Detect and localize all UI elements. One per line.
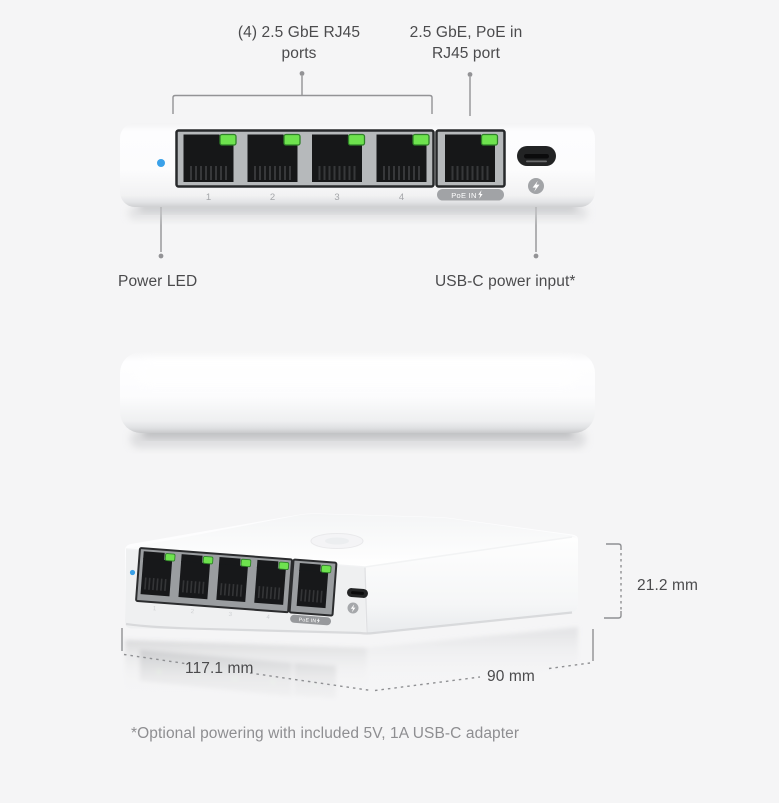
lightning-icon — [478, 190, 483, 199]
back-view — [120, 352, 595, 448]
link-led — [480, 133, 499, 146]
port-number: 1 — [206, 192, 211, 203]
poe-in-badge-label-iso: PoE IN — [298, 617, 316, 624]
poe-in-badge-label: PoE IN — [451, 191, 477, 200]
link-led — [320, 564, 332, 574]
front-view: 1 2 3 4 PoE IN — [120, 123, 595, 220]
rj45-port-1 — [183, 133, 237, 182]
poe-in-badge-iso: PoE IN — [290, 614, 332, 626]
rj45-port-poe — [445, 133, 499, 182]
callout-ports-group: (4) 2.5 GbE RJ45 ports — [237, 24, 361, 62]
port-number-iso: 1 — [153, 606, 157, 612]
lightning-icon — [316, 617, 320, 624]
dimension-height-label: 21.2 mm — [637, 577, 698, 594]
callout-poe-port: 2.5 GbE, PoE in RJ45 port — [409, 24, 523, 62]
rj45-port-poe-iso — [296, 563, 332, 609]
link-led — [412, 133, 430, 146]
rj45-port-4 — [376, 133, 430, 182]
dimension-lines — [121, 543, 622, 692]
port-number: 2 — [270, 192, 275, 203]
link-led — [347, 133, 366, 146]
rj45-port-2 — [247, 133, 301, 182]
power-led-dot-iso — [129, 569, 136, 576]
brand-logo — [310, 533, 364, 549]
port-frame-4x — [175, 129, 435, 188]
callout-usbc-power: USB-C power input* — [435, 273, 576, 290]
leader-dot — [533, 253, 539, 259]
port-number: 4 — [399, 192, 404, 203]
power-led-dot — [157, 159, 165, 167]
link-led — [219, 133, 237, 146]
iso-reflection — [108, 627, 674, 716]
leader-dot — [299, 71, 305, 76]
port-frame-4x-iso — [135, 547, 293, 614]
leader-dot — [158, 253, 164, 259]
link-led — [202, 555, 214, 565]
rj45-port-3 — [312, 133, 366, 182]
usbc-port — [517, 146, 556, 166]
ports-bracket — [172, 94, 433, 114]
link-led — [283, 133, 301, 146]
rj45-port-iso — [178, 554, 214, 600]
iso-view: 1 2 3 4 PoE IN — [125, 513, 578, 635]
rj45-port-iso — [140, 551, 176, 597]
link-led — [164, 553, 176, 562]
port-number: 3 — [334, 192, 339, 203]
link-led — [240, 558, 252, 568]
usbc-port-iso — [347, 588, 368, 598]
port-number-iso: 2 — [190, 609, 194, 615]
right-face — [365, 537, 578, 634]
port-number-iso: 4 — [266, 615, 270, 621]
rj45-port-iso — [254, 559, 290, 605]
power-lightning-icon-iso — [347, 602, 359, 614]
power-lightning-icon — [528, 178, 544, 194]
poe-in-badge: PoE IN — [437, 189, 504, 201]
callout-power-led: Power LED — [118, 273, 198, 290]
port-number-iso: 3 — [228, 612, 232, 618]
rj45-port-iso — [216, 556, 252, 603]
dimension-width-label: 90 mm — [487, 668, 535, 685]
leader-dot — [467, 72, 473, 77]
link-led — [278, 561, 290, 571]
dimension-length-label: 117.1 mm — [185, 660, 254, 677]
footnote: *Optional powering with included 5V, 1A … — [131, 725, 520, 742]
